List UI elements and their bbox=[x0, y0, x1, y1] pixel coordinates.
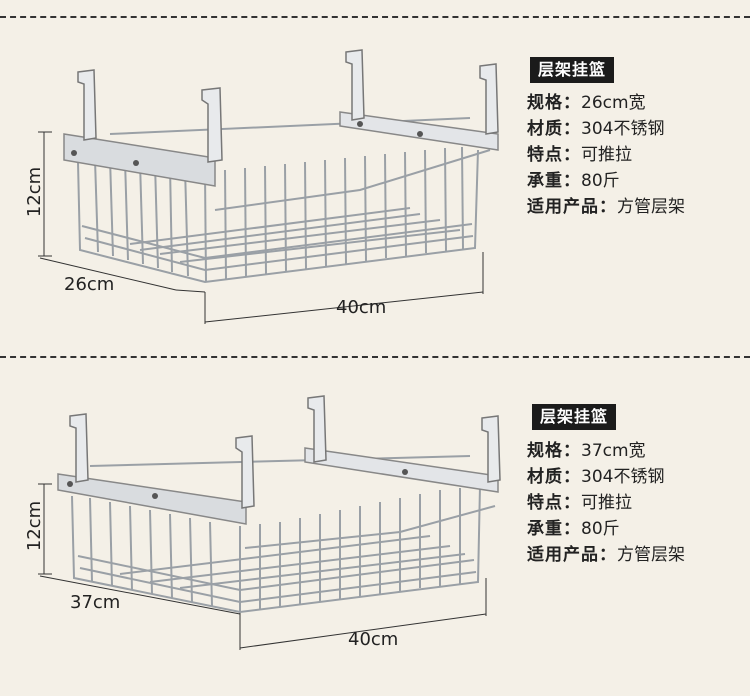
spec-title: 层架挂篮 bbox=[530, 57, 615, 83]
product-panel-37cm: 12cm 37cm 40cm 层架挂篮 规格：37cm宽 材质：304不锈钢 特… bbox=[0, 356, 750, 696]
spec-row-material: 材质：304不锈钢 bbox=[527, 467, 665, 487]
height-label: 12cm bbox=[24, 500, 46, 552]
spec-row-load: 承重：80斤 bbox=[527, 519, 620, 539]
product-panel-26cm: 12cm 26cm 40cm 层架挂篮 规格：26cm宽 材质：304不锈钢 特… bbox=[24, 49, 685, 324]
spec-row-compatible: 适用产品：方管层架 bbox=[527, 197, 685, 217]
spec-row-size: 规格：26cm宽 bbox=[527, 93, 646, 113]
spec-list: 规格：26cm宽 材质：304不锈钢 特点：可推拉 承重：80斤 适用产品：方管… bbox=[527, 90, 685, 220]
spec-row-compatible: 适用产品：方管层架 bbox=[527, 545, 685, 565]
basket-image bbox=[38, 49, 499, 324]
spec-row-size: 规格：37cm宽 bbox=[527, 441, 646, 461]
spec-row-material: 材质：304不锈钢 bbox=[527, 119, 665, 139]
top-divider bbox=[0, 16, 750, 18]
spec-row-feature: 特点：可推拉 bbox=[527, 493, 632, 513]
spec-row-load: 承重：80斤 bbox=[527, 171, 620, 191]
width-label: 40cm bbox=[336, 297, 387, 318]
height-label: 12cm bbox=[24, 166, 46, 218]
depth-label: 26cm bbox=[64, 274, 115, 295]
middle-divider bbox=[0, 356, 750, 358]
spec-row-feature: 特点：可推拉 bbox=[527, 145, 632, 165]
spec-title: 层架挂篮 bbox=[532, 404, 617, 430]
depth-label: 37cm bbox=[70, 592, 121, 613]
basket-image bbox=[38, 395, 501, 650]
spec-list: 规格：37cm宽 材质：304不锈钢 特点：可推拉 承重：80斤 适用产品：方管… bbox=[527, 438, 685, 568]
width-label: 40cm bbox=[348, 629, 399, 650]
